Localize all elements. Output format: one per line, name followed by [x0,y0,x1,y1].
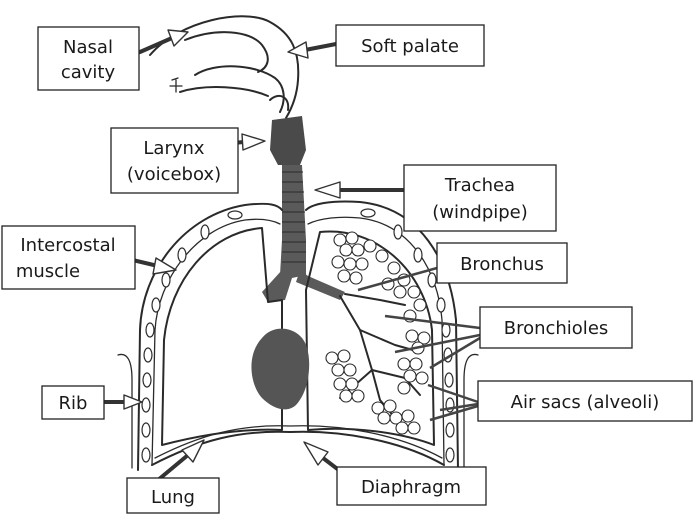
heart-shape [251,328,310,410]
label-bronchioles-text: Bronchioles [504,318,609,339]
label-larynx: Larynx (voicebox) [110,127,239,194]
arrow-lung [156,439,205,482]
label-nasal-cavity-line1: Nasal [63,37,113,58]
label-bronchioles: Bronchioles [479,306,633,349]
label-trachea: Trachea (windpipe) [403,164,557,232]
label-air-sacs-text: Air sacs (alveoli) [511,392,660,413]
label-nasal-cavity-line2: cavity [61,62,116,83]
arrow-rib [102,394,143,410]
larynx-shape [270,116,306,165]
label-intercostal-line1: Intercostal [20,235,115,256]
alveoli-clusters [325,231,431,435]
chest-wall-outline-right [305,200,459,471]
label-rib-text: Rib [59,393,88,414]
label-nasal-cavity: Nasal cavity [37,26,140,91]
diaphragm-inner [154,425,443,459]
label-diaphragm-text: Diaphragm [361,477,461,498]
rib-beads [141,208,455,463]
label-lung: Lung [126,477,220,514]
label-trachea-line2: (windpipe) [432,202,528,223]
label-trachea-line1: Trachea [444,175,515,196]
label-lung-text: Lung [151,487,195,508]
nasal-passage-outline [149,15,300,119]
pointer-lines [357,266,481,422]
label-larynx-line1: Larynx [143,138,205,159]
trachea-rings [282,171,306,263]
label-bronchus-text: Bronchus [460,254,544,275]
label-bronchus: Bronchus [436,242,568,284]
soft-palate-outline [184,31,269,73]
chest-wall-inner-right [307,216,445,466]
body-contour-left [117,353,133,469]
arrow-trachea [314,181,406,199]
arrow-soft-palate [287,41,338,59]
labels: Nasal cavity Soft palate Larynx (voicebo… [1,24,693,514]
left-lung-outline [161,227,283,446]
mouth-outline [194,65,285,113]
chest-wall-outline [137,202,283,471]
label-rib: Rib [41,385,105,420]
mouth-lower-outline [179,86,269,97]
label-intercostal-muscle: Intercostal muscle [1,225,136,290]
left-main-bronchus [262,270,292,302]
label-diaphragm: Diaphragm [336,466,487,506]
label-air-sacs: Air sacs (alveoli) [477,380,693,422]
anatomy-drawing [117,15,479,471]
label-arrows [102,29,406,482]
label-intercostal-line2: muscle [16,261,80,282]
label-larynx-line2: (voicebox) [127,164,221,185]
label-soft-palate: Soft palate [335,24,485,67]
arrow-nasal-cavity [138,29,189,54]
nose-tip-outline [169,77,183,93]
body-contour-right [463,353,479,469]
label-soft-palate-text: Soft palate [361,36,459,57]
epiglottis-outline [269,94,290,111]
